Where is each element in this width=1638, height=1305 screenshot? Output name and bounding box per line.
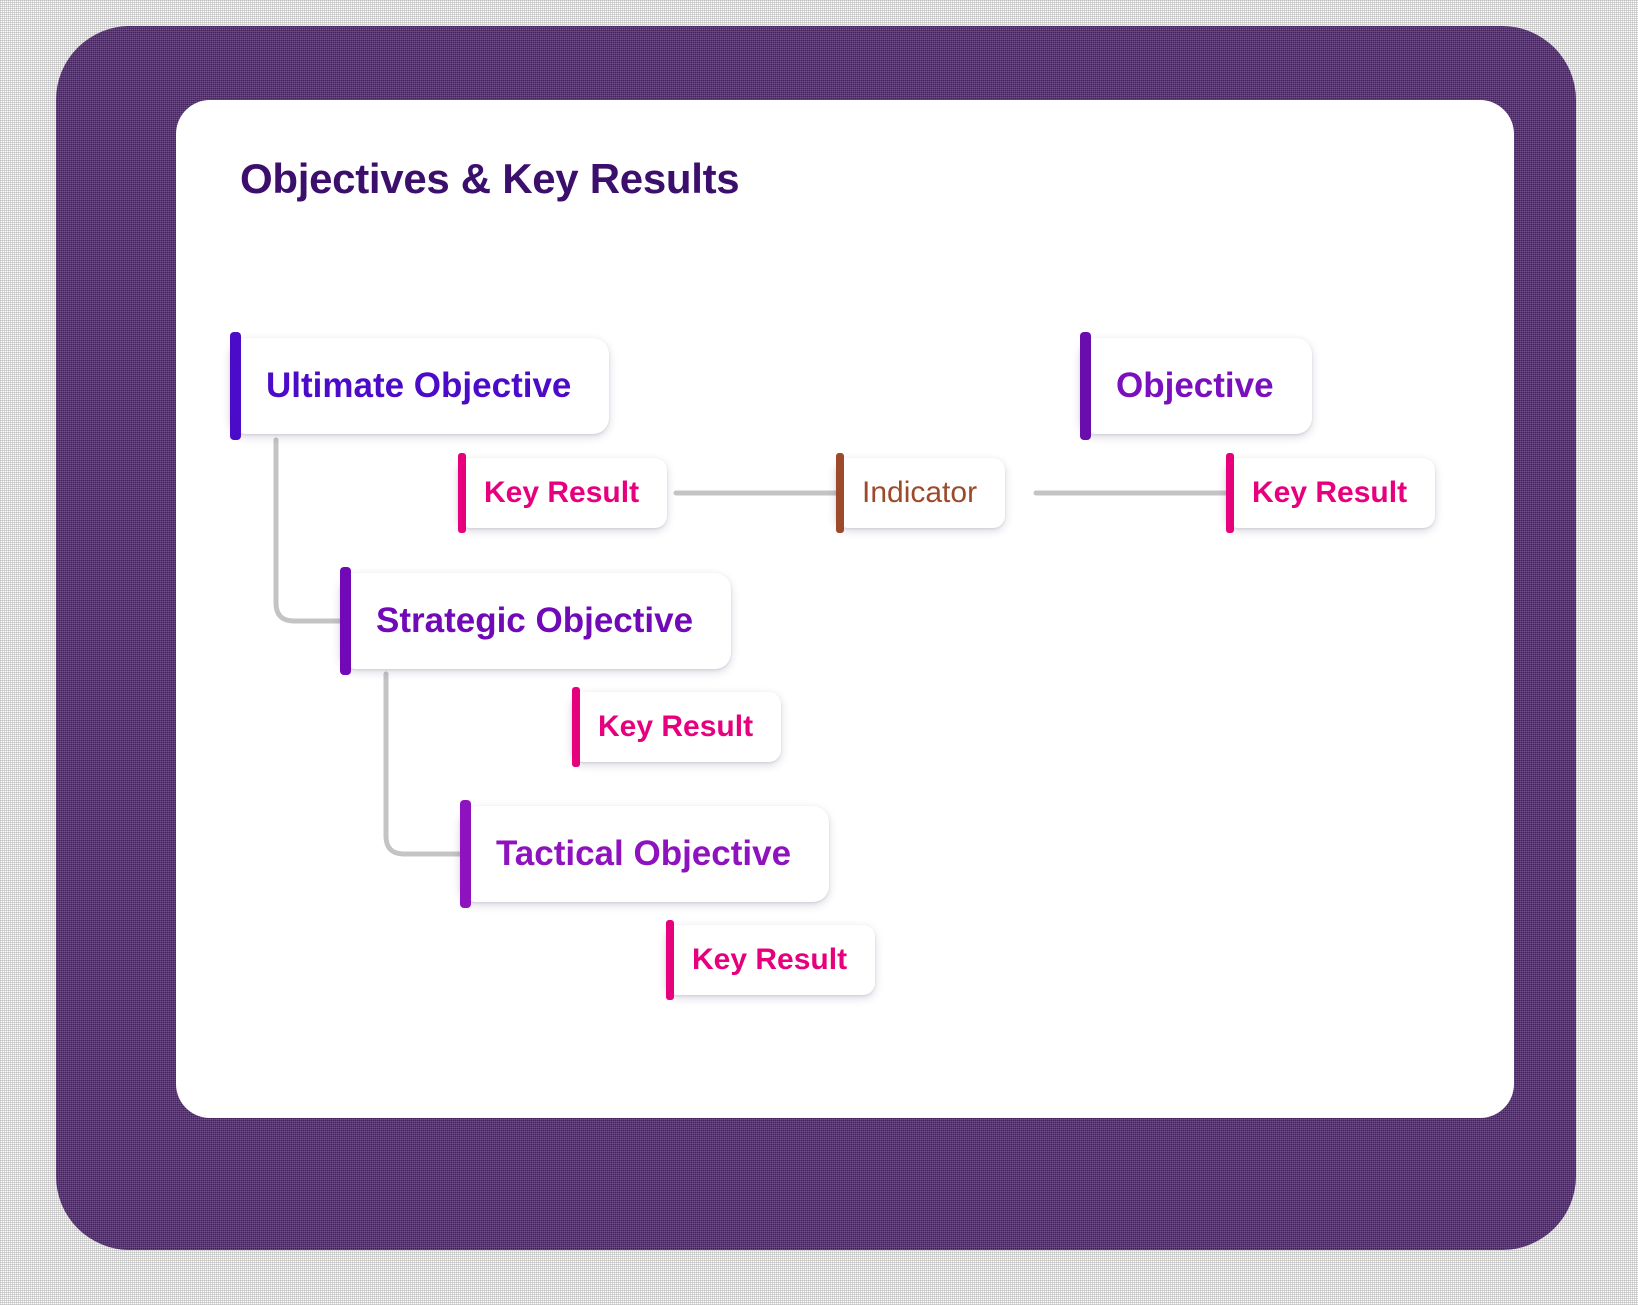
accent-bar-objective [1080,332,1091,440]
edge-strategic-to-tactical [383,671,469,857]
page-title: Objectives & Key Results [240,155,740,202]
accent-bar-key-result-3 [572,687,580,767]
node-key-result-1[interactable]: Key Result [458,453,668,533]
edge-ultimate-to-strategic [273,437,349,624]
node-label-key-result-4: Key Result [692,943,848,976]
node-label-objective: Objective [1116,366,1274,405]
node-indicator[interactable]: Indicator [836,453,1006,533]
node-label-key-result-2: Key Result [1252,476,1408,509]
node-key-result-3[interactable]: Key Result [572,687,782,767]
node-key-result-2[interactable]: Key Result [1226,453,1436,533]
connector-lines [273,437,1233,857]
outer-purple-frame: Objectives & Key Results [56,26,1576,1250]
node-key-result-4[interactable]: Key Result [666,920,876,1000]
accent-bar-ultimate-objective [230,332,241,440]
node-label-indicator: Indicator [862,476,978,509]
node-tactical-objective[interactable]: Tactical Objective [460,800,830,908]
node-label-key-result-3: Key Result [598,710,754,743]
node-objective[interactable]: Objective [1080,332,1312,440]
accent-bar-strategic-objective [340,567,351,675]
accent-bar-key-result-2 [1226,453,1234,533]
accent-bar-key-result-4 [666,920,674,1000]
node-strategic-objective[interactable]: Strategic Objective [340,567,732,675]
accent-bar-indicator [836,453,844,533]
node-ultimate-objective[interactable]: Ultimate Objective [230,332,610,440]
node-label-strategic-objective: Strategic Objective [376,601,694,640]
okr-tree-diagram: Ultimate Objective Objective Key Result … [176,100,1514,1118]
node-label-tactical-objective: Tactical Objective [496,834,792,873]
node-label-ultimate-objective: Ultimate Objective [266,366,572,405]
accent-bar-key-result-1 [458,453,466,533]
node-label-key-result-1: Key Result [484,476,640,509]
accent-bar-tactical-objective [460,800,471,908]
white-content-panel: Objectives & Key Results [176,100,1514,1118]
